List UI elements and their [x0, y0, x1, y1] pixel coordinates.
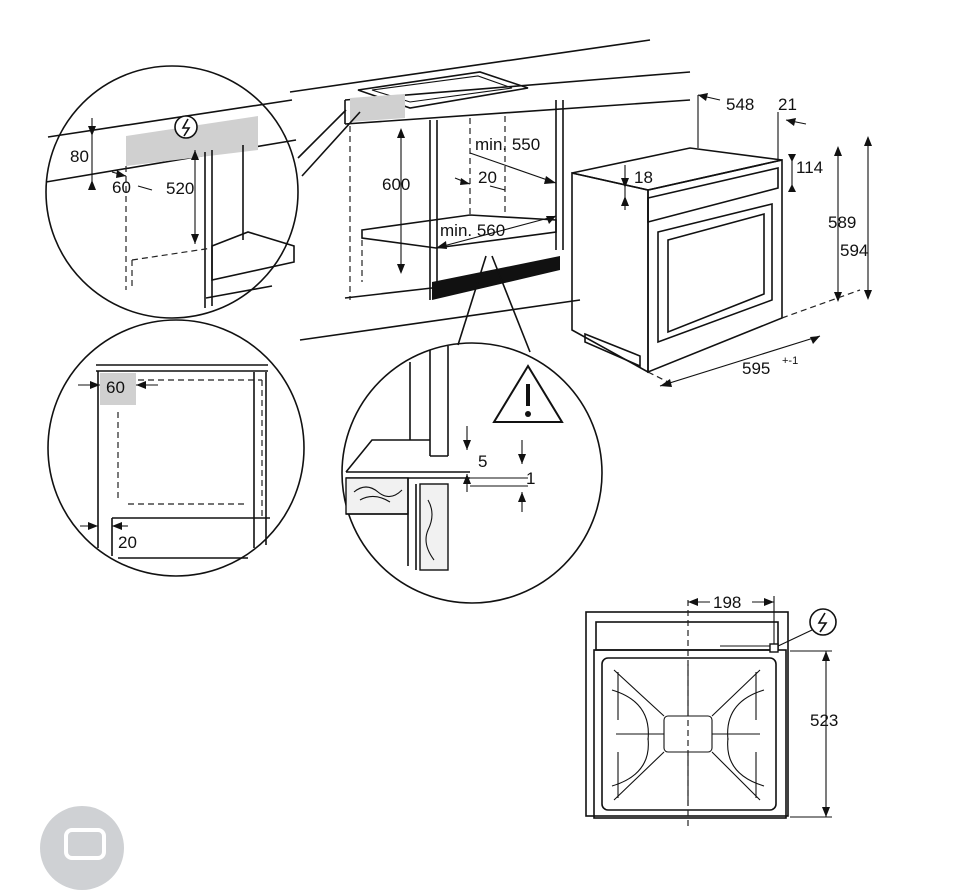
hob-top-view: 198 523 [585, 593, 838, 830]
cabinet-dimensions: 600 min. 550 20 min. 560 [382, 128, 557, 274]
detail-circle-top: 80 60 520 [45, 65, 361, 319]
dim-114: 114 [796, 158, 823, 177]
oven-unit [571, 147, 783, 374]
dim-20-b: 20 [118, 533, 137, 552]
dim-520: 520 [166, 179, 194, 198]
warning-triangle-icon [492, 364, 564, 423]
lightning-bolt-icon [181, 118, 191, 137]
dim-1: 1 [526, 469, 535, 488]
dim-594: 594 [840, 241, 868, 260]
dim-198: 198 [713, 593, 741, 612]
oven-dimensions: 548 21 18 114 589 594 595 +-1 [621, 93, 872, 387]
lightning-bolt-icon [817, 612, 828, 633]
dim-60-b: 60 [106, 378, 125, 397]
dim-60-a: 60 [112, 178, 131, 197]
dim-20-a: 20 [478, 168, 497, 187]
countertop-cabinet [289, 39, 691, 341]
dim-523: 523 [810, 711, 838, 730]
detail-circle-left: 60 20 [47, 319, 305, 577]
dim-595: 595 [742, 359, 770, 378]
dim-600: 600 [382, 175, 410, 194]
installation-diagram: 600 min. 550 20 min. 560 548 21 18 [45, 39, 872, 830]
dim-589: 589 [828, 213, 856, 232]
dim-18: 18 [634, 168, 653, 187]
dim-min-560: min. 560 [440, 221, 505, 240]
dim-min-550: min. 550 [475, 135, 540, 154]
dim-80: 80 [70, 147, 89, 166]
dim-595-tolerance: +-1 [782, 355, 798, 367]
camera-icon-body [64, 828, 106, 860]
detail-circle-centre: 5 1 [341, 255, 603, 604]
electric-icon-top [174, 115, 198, 139]
diagram-canvas: 600 min. 550 20 min. 560 548 21 18 [45, 39, 872, 830]
electric-icon-bottom [809, 608, 837, 636]
camera-icon[interactable] [40, 806, 124, 890]
dim-548: 548 [726, 95, 754, 114]
dim-21: 21 [778, 95, 797, 114]
dim-5: 5 [478, 452, 487, 471]
